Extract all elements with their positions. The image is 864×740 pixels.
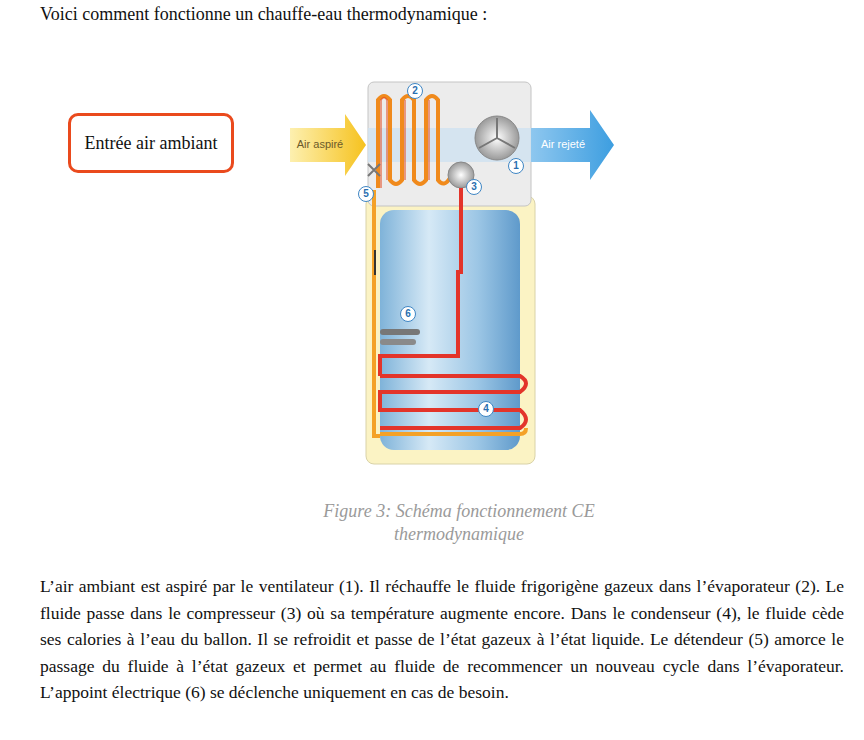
figure-caption: Figure 3: Schéma fonctionnement CE therm…: [300, 500, 618, 546]
water-tank: [380, 210, 520, 450]
body-paragraph: L’air ambiant est aspiré par le ventilat…: [40, 573, 844, 706]
condenser-outlet: [380, 428, 526, 434]
hot-pipe: [380, 188, 461, 376]
tank-jacket: [366, 196, 535, 464]
intro-line: Voici comment fonctionne un chauffe-eau …: [40, 4, 487, 25]
callout-number: 4: [478, 401, 494, 417]
heat-pump-housing: [368, 82, 531, 206]
fan: [475, 116, 519, 160]
fan-blades: [479, 118, 515, 148]
sensor: [374, 250, 376, 275]
air-in-arrow: [290, 114, 366, 176]
air-in-label: Air aspiré: [292, 138, 348, 150]
evaporator-coil: [378, 96, 450, 188]
expansion-valve: [368, 164, 380, 176]
heating-element: [380, 339, 416, 345]
callout-number: 5: [358, 186, 374, 202]
callout-number: 6: [400, 306, 416, 322]
label-box: Entrée air ambiant: [68, 113, 234, 173]
air-out-arrow: [531, 110, 614, 180]
condenser-coil: [380, 376, 526, 428]
air-out-label: Air rejeté: [536, 138, 590, 150]
callout-number: 3: [466, 179, 482, 195]
evaporator-coil-inner: [381, 98, 429, 189]
heating-element: [380, 329, 420, 335]
callout-number: 2: [407, 83, 423, 99]
box-label: Entrée air ambiant: [85, 133, 218, 154]
callout-number: 1: [508, 158, 524, 174]
